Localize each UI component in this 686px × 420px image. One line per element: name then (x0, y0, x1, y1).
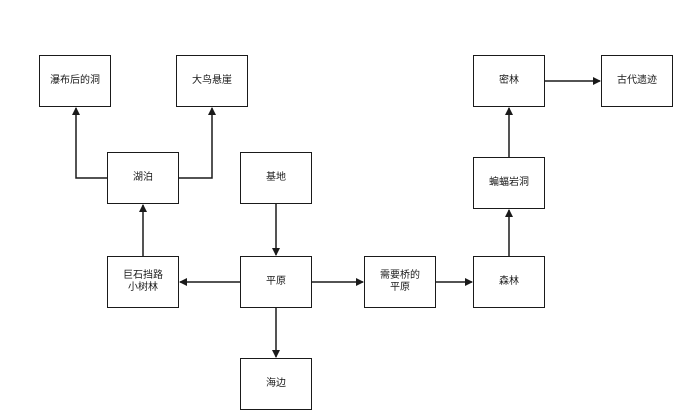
node-waterfall-cave-label: 瀑布后的洞 (50, 75, 100, 86)
node-bridge-plain-label: 需要桥的 平原 (380, 270, 420, 293)
node-base[interactable]: 基地 (240, 152, 312, 204)
node-waterfall-cave[interactable]: 瀑布后的洞 (39, 55, 111, 107)
node-big-bird-cliff-label: 大鸟悬崖 (192, 75, 232, 86)
node-bat-cave-label: 蝙蝠岩洞 (489, 177, 529, 188)
node-forest-label: 森林 (499, 276, 519, 287)
node-bridge-plain[interactable]: 需要桥的 平原 (364, 256, 436, 308)
node-jungle-label: 密林 (499, 75, 519, 86)
node-jungle[interactable]: 密林 (473, 55, 545, 107)
node-bat-cave[interactable]: 蝙蝠岩洞 (473, 157, 545, 209)
node-ancient-ruins-label: 古代遗迹 (617, 75, 657, 86)
node-ancient-ruins[interactable]: 古代遗迹 (601, 55, 673, 107)
node-lake[interactable]: 湖泊 (107, 152, 179, 204)
node-base-label: 基地 (266, 172, 286, 183)
node-big-bird-cliff[interactable]: 大鸟悬崖 (176, 55, 248, 107)
node-lake-label: 湖泊 (133, 172, 153, 183)
edge-lake-to-cliff (179, 107, 216, 179)
node-seaside-label: 海边 (266, 378, 286, 389)
edge-lake-to-waterfall (72, 107, 107, 179)
node-boulder-grove-label: 巨石挡路 小树林 (123, 270, 163, 293)
node-seaside[interactable]: 海边 (240, 358, 312, 410)
node-plain-label: 平原 (266, 276, 286, 287)
node-forest[interactable]: 森林 (473, 256, 545, 308)
node-boulder-grove[interactable]: 巨石挡路 小树林 (107, 256, 179, 308)
node-plain[interactable]: 平原 (240, 256, 312, 308)
